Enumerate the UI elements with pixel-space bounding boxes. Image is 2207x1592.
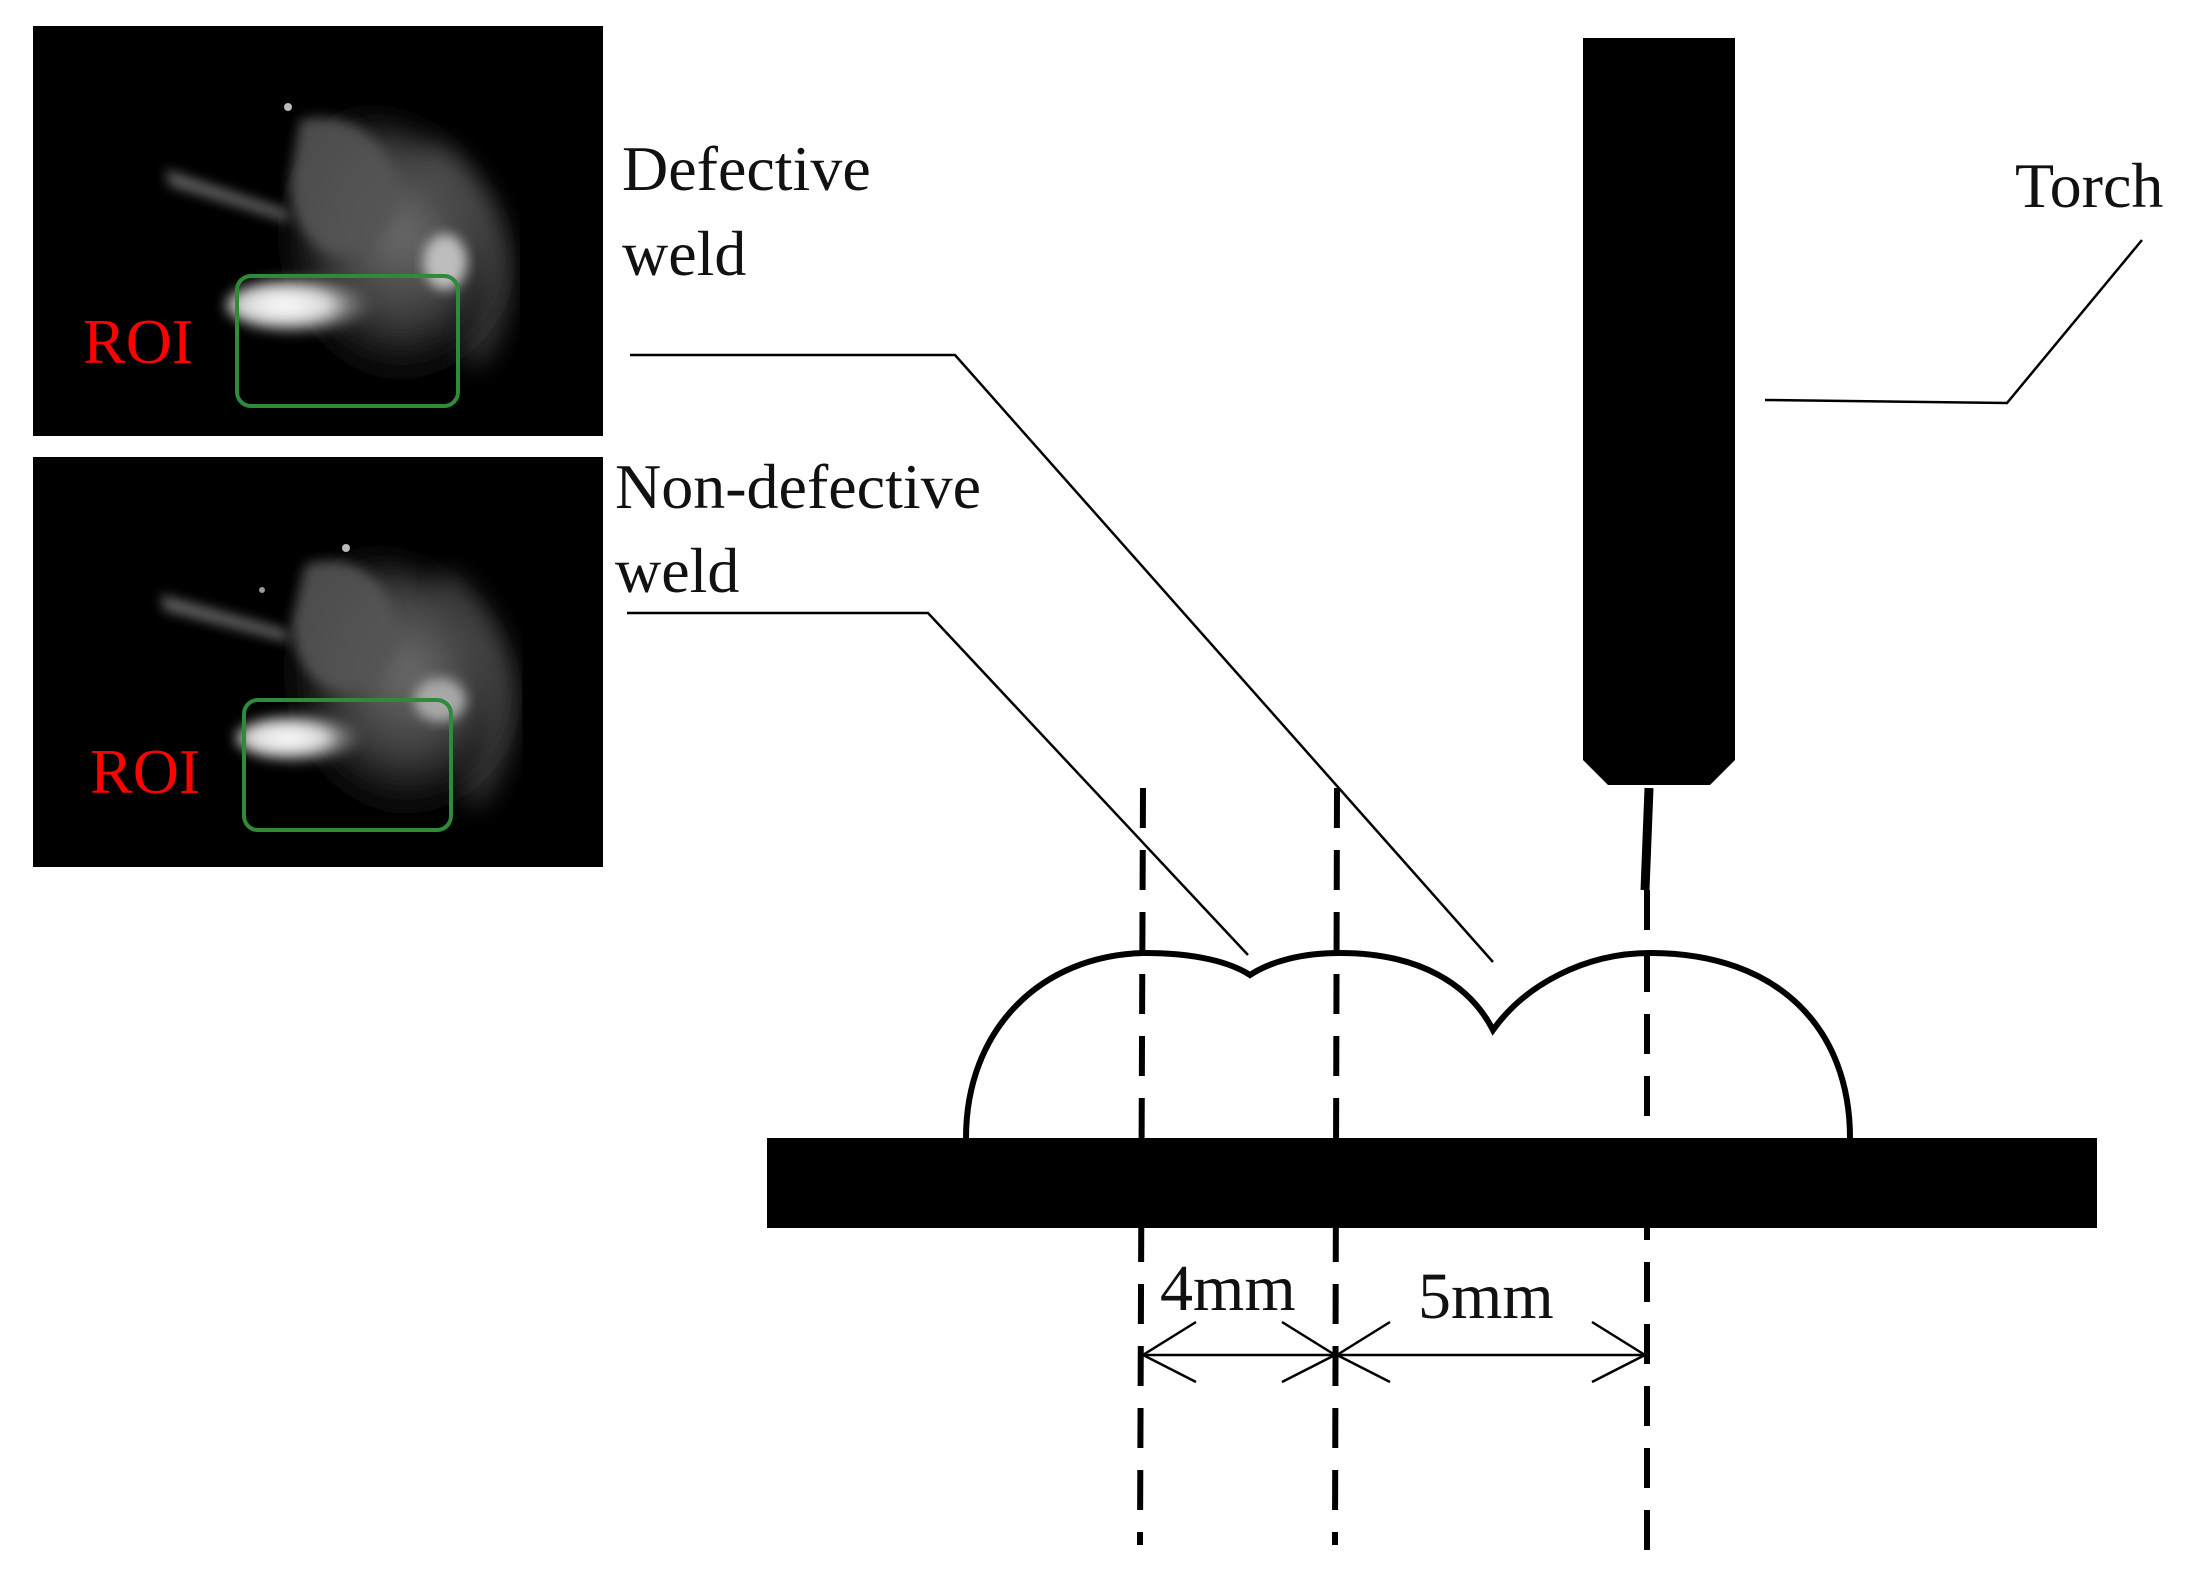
centerline-1	[1137, 787, 1146, 1546]
dimension-label-4mm: 4mm	[1160, 1252, 1296, 1325]
nondefective-label-line2: weld	[615, 535, 739, 606]
torch-body	[1583, 38, 1735, 785]
weld-bead-profile	[963, 949, 1853, 1139]
roi-box-top	[235, 274, 460, 408]
base-plate	[767, 1138, 2097, 1228]
defective-weld-image	[33, 26, 603, 436]
defective-leader-line	[630, 353, 1494, 963]
nondefective-leader-line	[627, 611, 1249, 956]
torch-wire	[1640, 787, 1654, 891]
defective-label-line2: weld	[622, 218, 746, 289]
defective-label-line1: Defective	[622, 133, 871, 204]
torch-label: Torch	[2015, 150, 2163, 221]
roi-box-bottom	[242, 698, 453, 832]
nondefective-weld-image	[33, 457, 603, 867]
dimension-label-5mm: 5mm	[1418, 1260, 1554, 1333]
nondefective-label-line1: Non-defective	[615, 451, 981, 522]
torch-leader-line	[1764, 239, 2143, 405]
roi-label-bottom: ROI	[90, 736, 200, 807]
dimension-arrow-5mm	[1334, 1320, 1648, 1384]
roi-label-top: ROI	[83, 306, 193, 377]
dimension-arrow-4mm	[1140, 1320, 1338, 1384]
centerline-2	[1332, 787, 1340, 1546]
